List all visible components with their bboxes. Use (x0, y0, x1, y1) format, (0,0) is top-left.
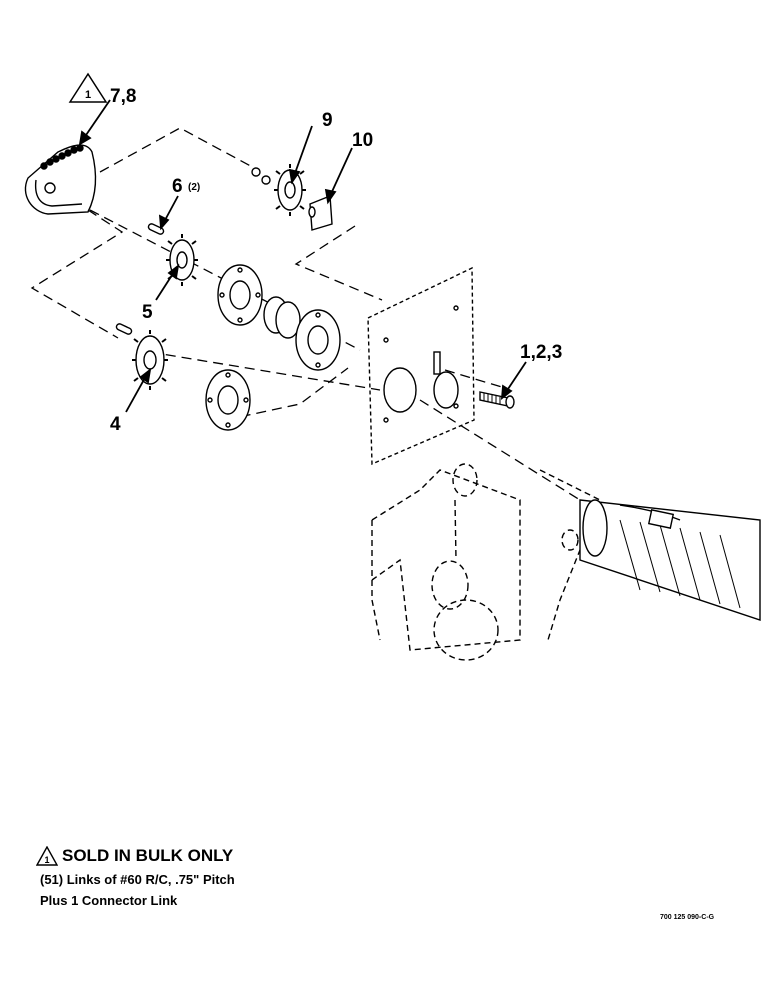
bracket-plate (308, 194, 333, 231)
callout-7-8: 7,8 (110, 86, 136, 107)
bearing-flanges (205, 264, 341, 431)
drive-roller (579, 499, 761, 621)
callout-10: 10 (352, 130, 373, 151)
callout-6: 6 (172, 176, 183, 197)
bulk-note-line-1: (51) Links of #60 R/C, .75" Pitch (40, 872, 235, 887)
small-sprocket (251, 164, 306, 216)
note-triangle-mark: 1 (44, 855, 49, 865)
bulk-note-title: SOLD IN BULK ONLY (62, 846, 234, 865)
triangle-mark-label: 1 (85, 89, 91, 101)
callout-1-2-3: 1,2,3 (520, 342, 562, 363)
callout-arrows (78, 99, 527, 413)
drawing-number: 700 125 090-C-G (660, 914, 715, 921)
assembly-guide-lines (30, 127, 581, 501)
triangle-note-mark: 1 (68, 72, 108, 103)
bolt (479, 391, 515, 409)
bulk-note: 1 SOLD IN BULK ONLY (51) Links of #60 R/… (36, 846, 235, 908)
callout-4: 4 (110, 414, 121, 435)
roller-chain (24, 144, 97, 215)
callout-5: 5 (142, 302, 153, 323)
mounting-plate (367, 266, 475, 466)
bulk-note-title-row: 1 SOLD IN BULK ONLY (36, 846, 235, 866)
warning-triangle-icon: 1 (36, 846, 58, 866)
bulk-note-line-2: Plus 1 Connector Link (40, 893, 178, 908)
frame-structure (371, 463, 601, 661)
sprocket-4 (132, 330, 168, 390)
keys (115, 223, 165, 335)
callout-9: 9 (322, 110, 333, 131)
callout-6-qty: (2) (188, 182, 200, 193)
